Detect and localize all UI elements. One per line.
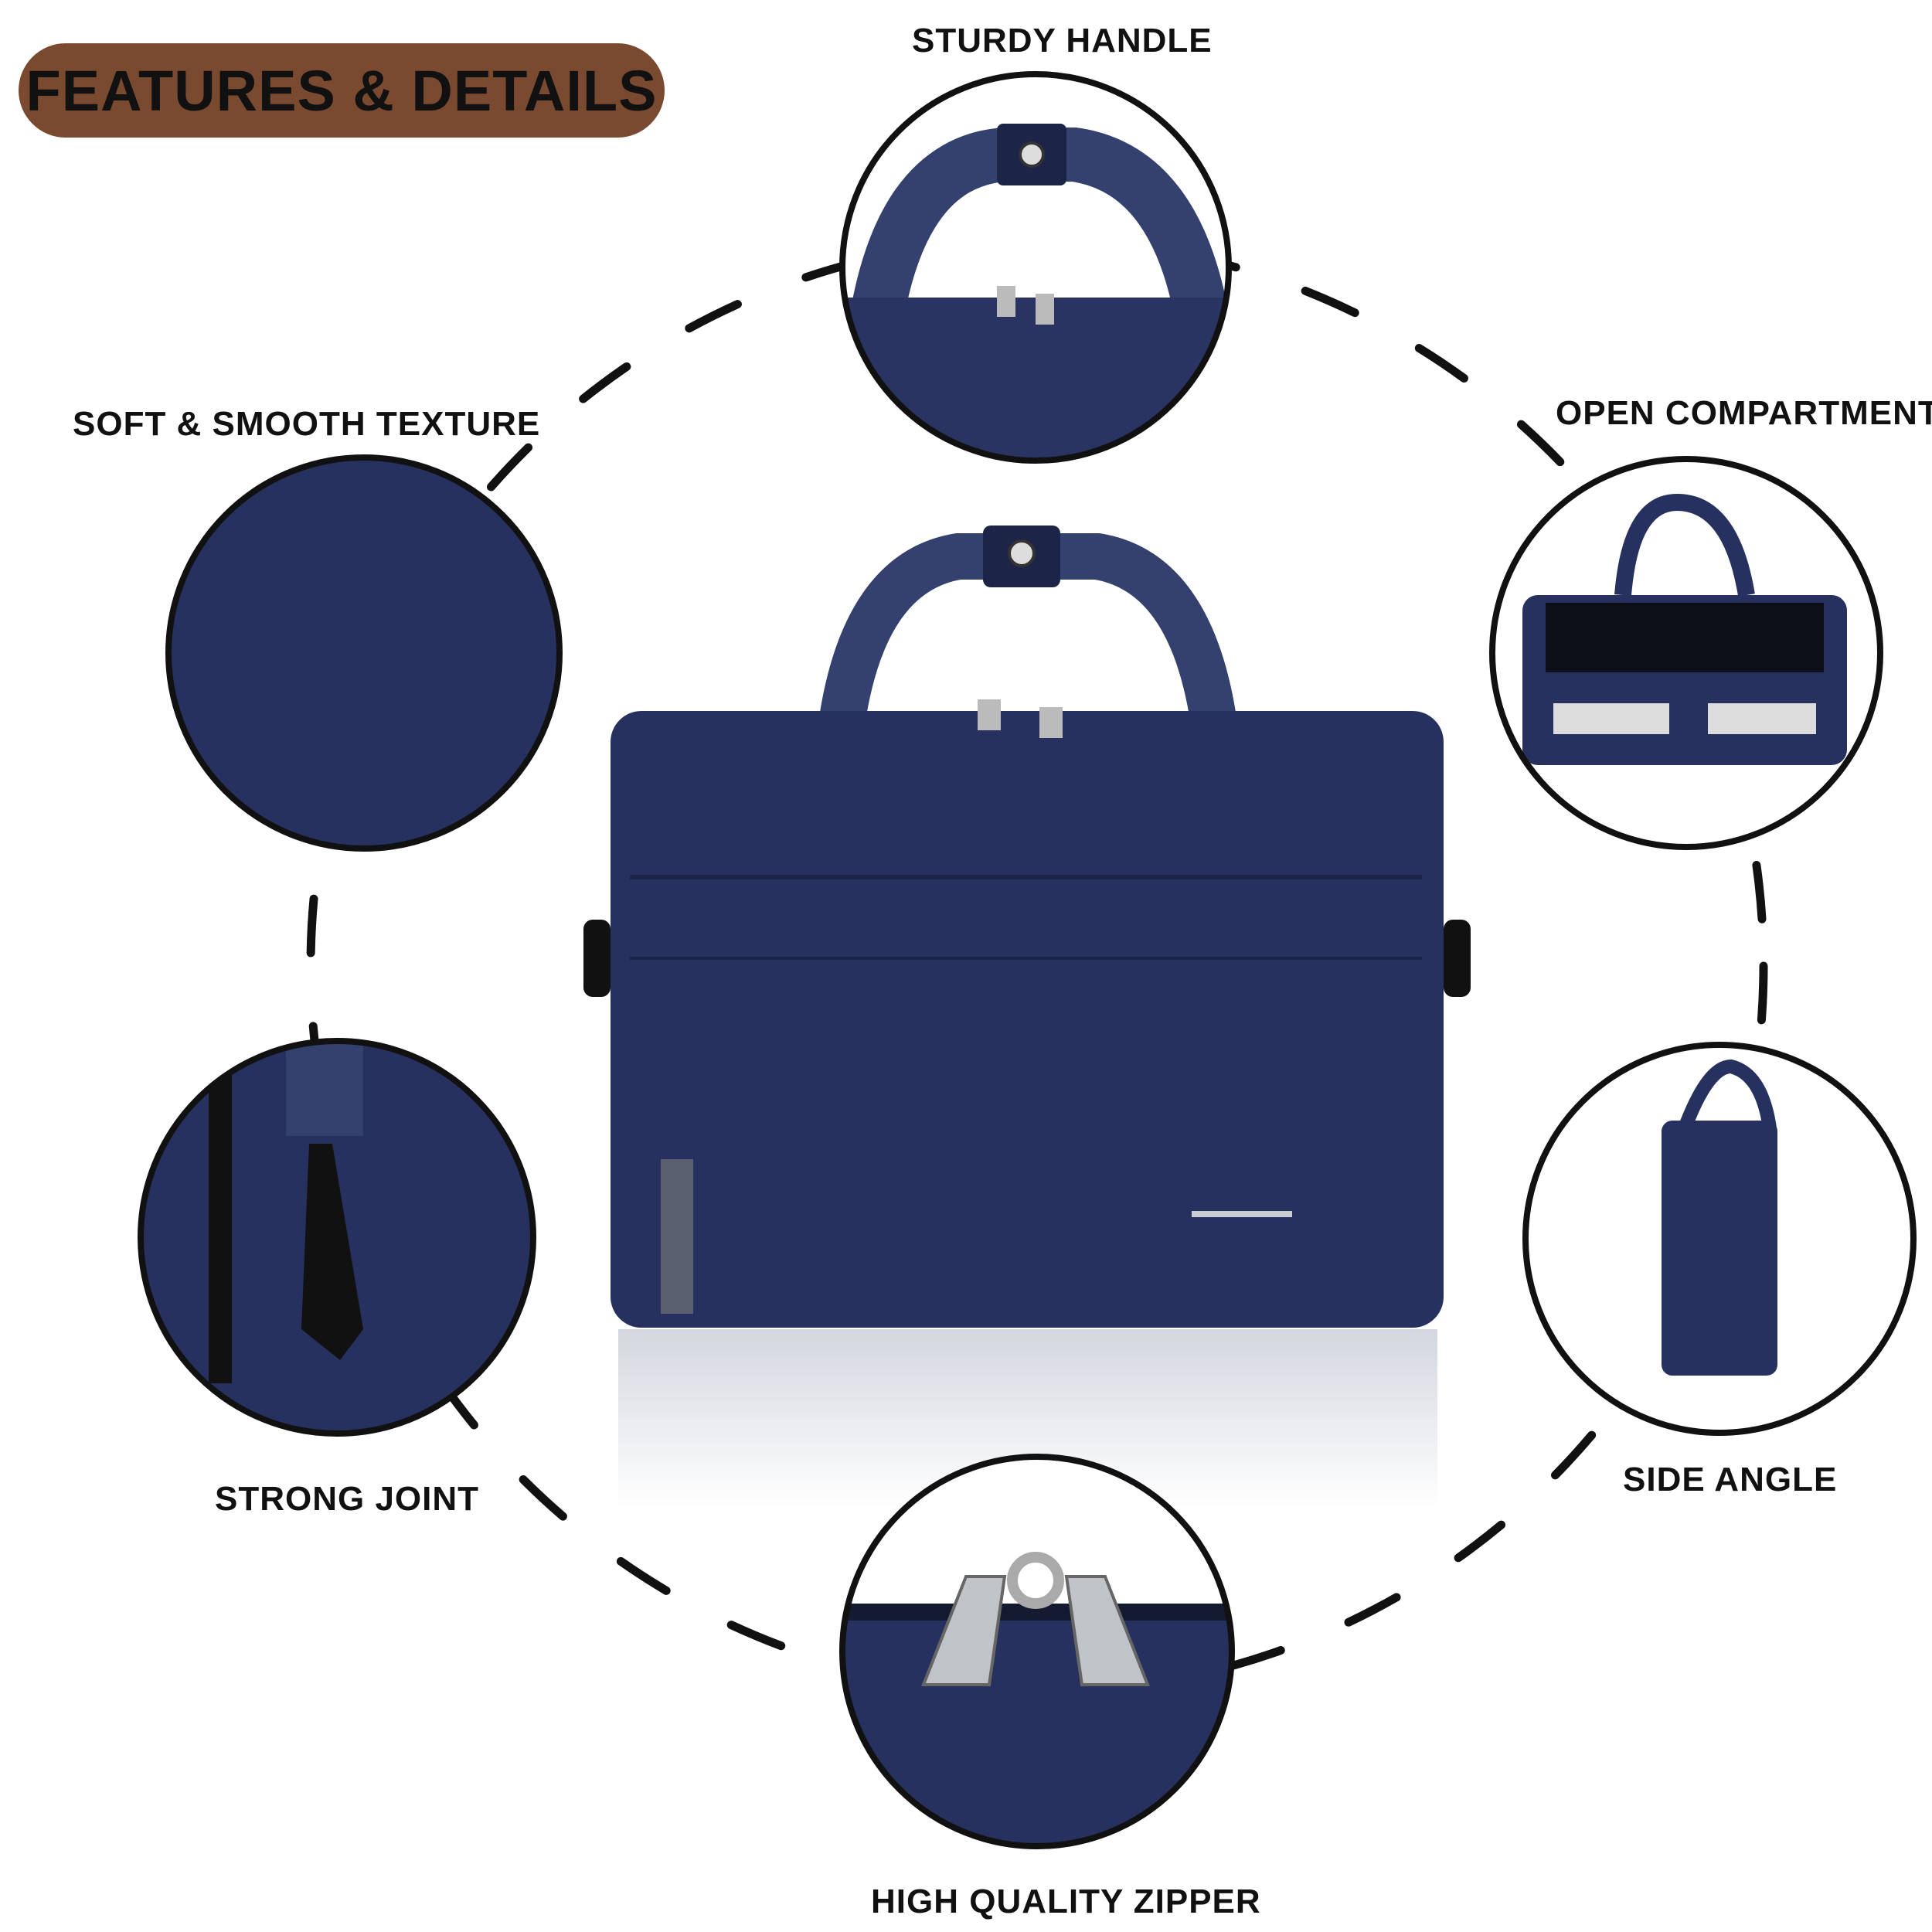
label-zipper: HIGH QUALITY ZIPPER <box>871 1883 1261 1920</box>
page-title: FEATURES & DETAILS <box>26 58 658 123</box>
texture-image <box>170 459 558 847</box>
side-angle-image <box>1527 1046 1912 1431</box>
main-bag-image <box>583 526 1471 1507</box>
label-strong-joint: STRONG JOINT <box>215 1480 480 1518</box>
strong-joint-image <box>142 1043 532 1432</box>
dashed-connector-ring <box>306 235 1768 1697</box>
label-soft-texture: SOFT & SMOOTH TEXTURE <box>73 405 541 443</box>
label-open-compartment: OPEN COMPARTMENT <box>1556 394 1932 432</box>
sturdy-handle-image <box>844 76 1227 459</box>
label-side-angle: SIDE ANGLE <box>1623 1461 1838 1498</box>
features-title-badge: FEATURES & DETAILS <box>19 43 665 138</box>
label-sturdy-handle: STURDY HANDLE <box>912 22 1213 60</box>
open-compartment-image <box>1494 461 1879 845</box>
